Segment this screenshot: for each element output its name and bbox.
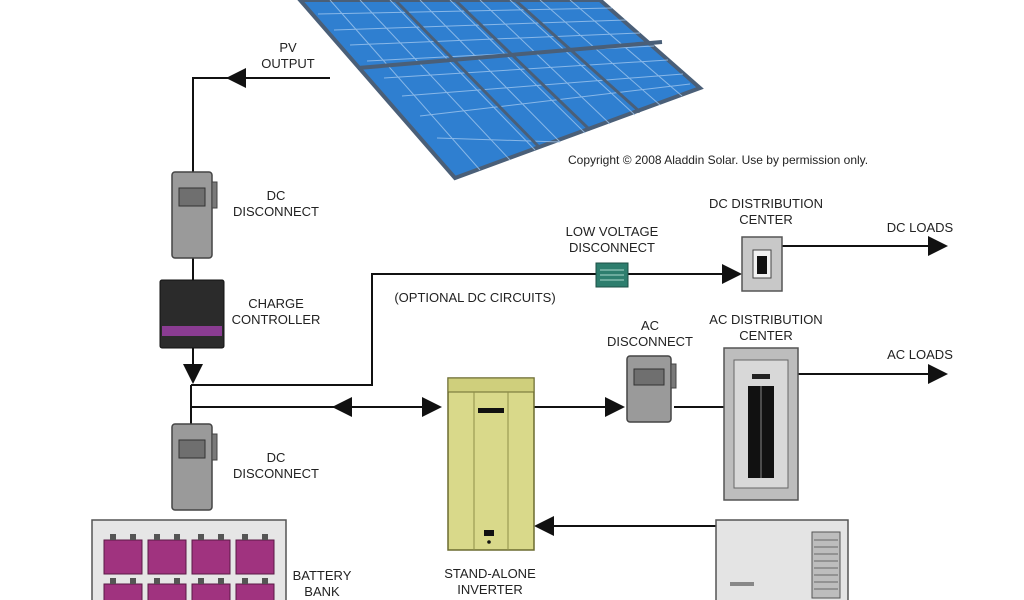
optional-dc-circuits-label: (OPTIONAL DC CIRCUITS) — [394, 290, 556, 305]
low-voltage-disconnect-label: LOW VOLTAGE DISCONNECT — [565, 224, 659, 255]
charge-controller-label: CHARGE CONTROLLER — [231, 296, 321, 327]
dc-disconnect-top-box — [171, 171, 218, 259]
ac-disconnect-box — [626, 355, 677, 423]
stand-alone-inverter-box — [447, 377, 535, 551]
generator-unit — [715, 519, 849, 600]
ac-loads-label: AC LOADS — [887, 347, 953, 362]
ac-distribution-center-box — [723, 347, 799, 501]
dc-disconnect-top-label: DC DISCONNECT — [233, 188, 319, 219]
solar-panel-array — [297, 0, 704, 181]
battery-bank — [91, 519, 287, 600]
charge-controller-box — [159, 279, 225, 349]
ac-disconnect-label: AC DISCONNECT — [607, 318, 693, 349]
dc-distribution-center-label: DC DISTRIBUTION CENTER — [708, 196, 824, 227]
ac-distribution-center-label: AC DISTRIBUTION CENTER — [709, 312, 823, 343]
low-voltage-disconnect-box — [595, 262, 629, 288]
copyright-text: Copyright © 2008 Aladdin Solar. Use by p… — [568, 153, 869, 167]
dc-distribution-center-box — [741, 236, 783, 292]
dc-disconnect-bottom-box — [171, 423, 218, 511]
stand-alone-inverter-label: STAND-ALONE INVERTER — [444, 566, 536, 597]
wiring — [183, 68, 948, 536]
battery-bank-label: BATTERY BANK — [292, 568, 352, 599]
pv-output-label: PV OUTPUT — [261, 40, 315, 71]
dc-loads-label: DC LOADS — [886, 220, 954, 235]
dc-disconnect-bottom-label: DC DISCONNECT — [233, 450, 319, 481]
